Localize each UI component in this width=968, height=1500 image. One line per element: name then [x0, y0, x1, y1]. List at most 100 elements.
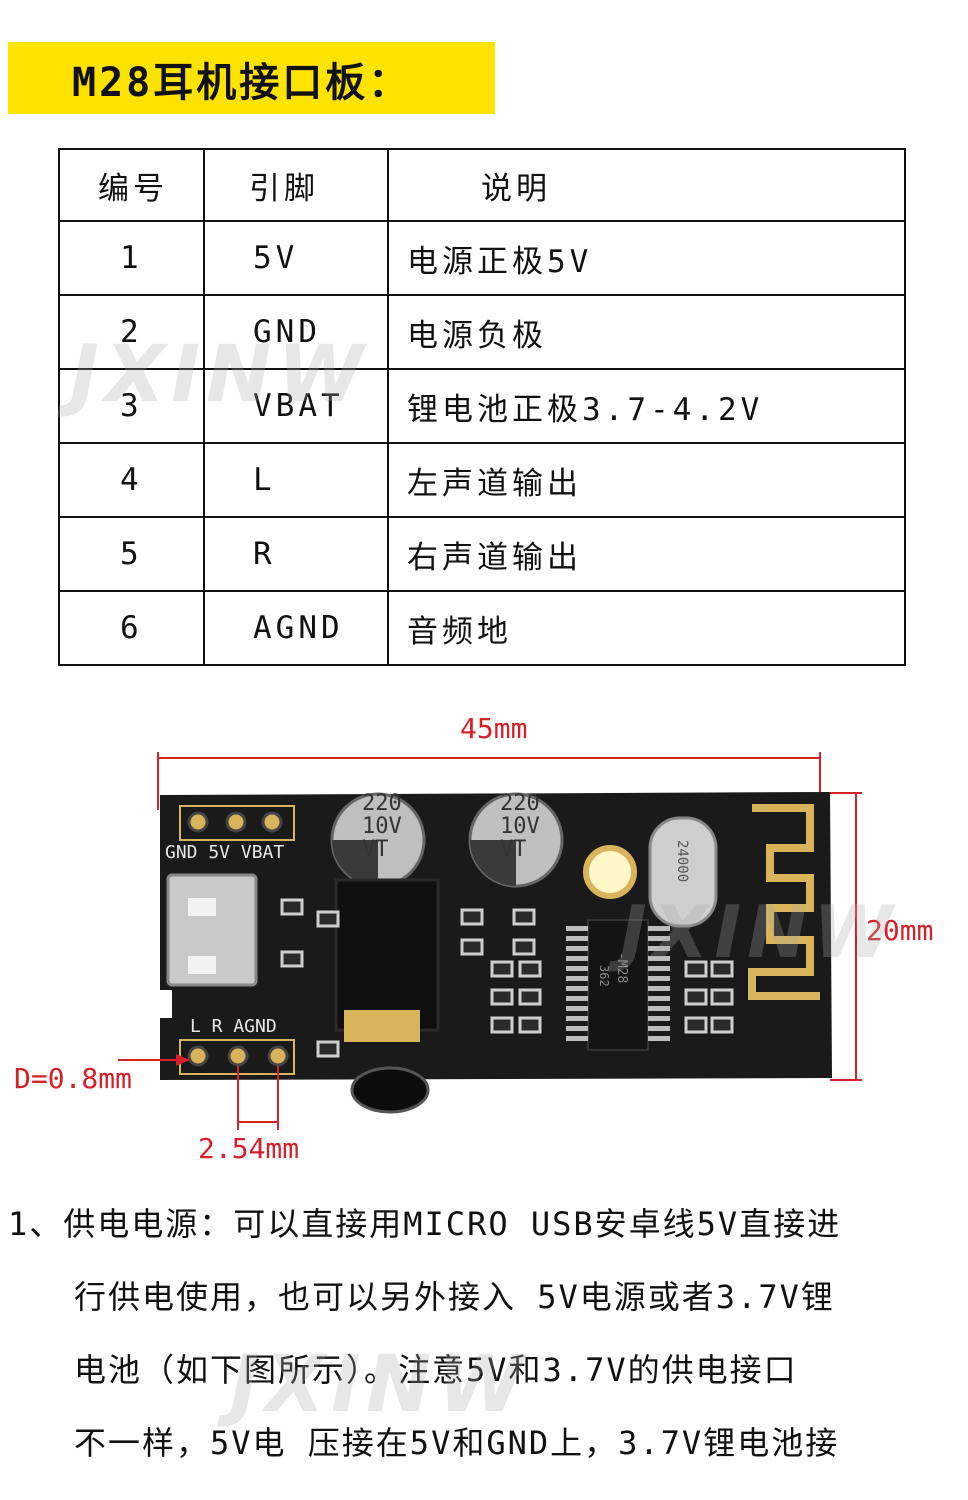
chip-pin [566, 986, 588, 991]
svg-text:10V: 10V [362, 814, 402, 839]
smd-part [490, 1016, 514, 1034]
smd-part [684, 960, 708, 978]
note-line: 电池（如下图所示）。注意5V和3.7V的供电接口 [74, 1351, 798, 1389]
chip-pins [566, 926, 670, 1041]
hole-diameter-label: D=0.8mm [14, 1062, 133, 1095]
cell-description: 锂电池正极3.7-4.2V [387, 368, 906, 444]
smd-part [490, 988, 514, 1006]
table-row: 1 5V 电源正极5V [58, 220, 906, 296]
table-row: 5 R 右声道输出 [58, 516, 906, 592]
antenna-trace [748, 804, 820, 1000]
smd-part [684, 1016, 708, 1034]
cell-description: 电源负极 [387, 294, 906, 370]
chip-pin [648, 1016, 670, 1021]
chip-pin [566, 976, 588, 981]
svg-text:VT: VT [500, 837, 527, 862]
silk-top-label: GND 5V VBAT [165, 842, 284, 863]
smd-part [684, 988, 708, 1006]
table-row: 2 GND 电源负极 [58, 294, 906, 370]
chip-pin [648, 976, 670, 981]
note-line: 不一样，5V电 压接在5V和GND上，3.7V锂电池接 [74, 1424, 840, 1462]
smd-part [512, 938, 536, 956]
cell-number: 1 [58, 220, 205, 296]
hole-arrow-head [176, 1054, 190, 1066]
cell-description: 左声道输出 [387, 442, 906, 518]
smd-part [316, 1040, 340, 1058]
cell-description: 右声道输出 [387, 516, 906, 592]
smd-components [280, 898, 734, 1058]
note-line: 在VBAT和GND上。 [8, 1480, 963, 1500]
smd-part [512, 908, 536, 926]
chip-pin [566, 1016, 588, 1021]
cell-description: 电源正极5V [387, 220, 906, 296]
chip-pin [648, 1026, 670, 1031]
smd-part [710, 960, 734, 978]
audio-jack [334, 878, 440, 1032]
smd-part [460, 938, 484, 956]
crystal-label: 24000 [674, 840, 690, 882]
pad-5v [225, 811, 247, 833]
jack-contact [344, 1010, 420, 1042]
cell-number: 4 [58, 442, 205, 518]
chip-pin [566, 996, 588, 1001]
chip-pin [566, 946, 588, 951]
smd-part [490, 960, 514, 978]
table-row: 3 VBAT 锂电池正极3.7-4.2V [58, 368, 906, 444]
pin-table: 编号 引脚 说明 1 5V 电源正极5V 2 GND 电源负极 3 VBAT 锂… [58, 148, 906, 666]
chip-pin [648, 926, 670, 931]
mounting-hole [583, 845, 637, 899]
svg-text:220: 220 [500, 791, 540, 816]
chip-pin [648, 956, 670, 961]
crystal-oscillator [648, 816, 718, 928]
capacitor-2: 220 10V VT [468, 791, 564, 888]
note-line: 行供电使用，也可以另外接入 5V电源或者3.7V锂 [74, 1278, 835, 1316]
table-row: 6 AGND 音频地 [58, 590, 906, 666]
cell-description: 音频地 [387, 590, 906, 666]
usb-pin [188, 898, 216, 916]
title-banner [8, 42, 495, 114]
cell-pin: L [203, 442, 389, 518]
chip-pin [566, 1036, 588, 1041]
width-label: 45mm [460, 712, 528, 745]
top-header [179, 805, 295, 841]
cell-pin: R [203, 516, 389, 592]
svg-text:VT: VT [362, 837, 389, 862]
pad-vbat [261, 811, 283, 833]
usb-pin [188, 956, 216, 974]
board-svg: GND 5V VBAT 220 10V VT 220 10V VT 24000 [118, 752, 862, 1130]
capacitor-1: 220 10V VT [330, 791, 426, 888]
smd-part [518, 988, 542, 1006]
silk-bottom-label: L R AGND [190, 1016, 277, 1037]
board-diagram: GND 5V VBAT 220 10V VT 220 10V VT 24000 [0, 700, 968, 1180]
svg-text:220: 220 [362, 791, 402, 816]
chip-label: -M28 [614, 952, 629, 983]
chip-pin [648, 1036, 670, 1041]
chip-pin [566, 936, 588, 941]
column-header-description: 说明 [387, 148, 906, 222]
chip-pin [648, 936, 670, 941]
pitch-label: 2.54mm [198, 1132, 300, 1165]
chip-pin [566, 926, 588, 931]
chip-pin [566, 1026, 588, 1031]
smd-part [316, 910, 340, 928]
chip-pin [648, 986, 670, 991]
cell-number: 5 [58, 516, 205, 592]
chip-pin [566, 956, 588, 961]
smd-part [710, 988, 734, 1006]
column-header-number: 编号 [58, 148, 205, 222]
pad-r [227, 1045, 249, 1067]
note-line: 1、供电电源：可以直接用MICRO USB安卓线5V直接进 [8, 1205, 842, 1243]
chip-pin [648, 966, 670, 971]
table-header-row: 编号 引脚 说明 [58, 148, 906, 222]
chip-pin [566, 1006, 588, 1011]
pad-l [187, 1045, 209, 1067]
smd-part [518, 960, 542, 978]
smd-part [280, 898, 304, 916]
chip-pin [648, 946, 670, 951]
jack-opening [350, 1066, 430, 1114]
pad-gnd [187, 811, 209, 833]
chip-pin [648, 1006, 670, 1011]
height-label: 20mm [866, 914, 934, 947]
chip-sublabel: 362 [597, 965, 611, 987]
smd-part [710, 1016, 734, 1034]
